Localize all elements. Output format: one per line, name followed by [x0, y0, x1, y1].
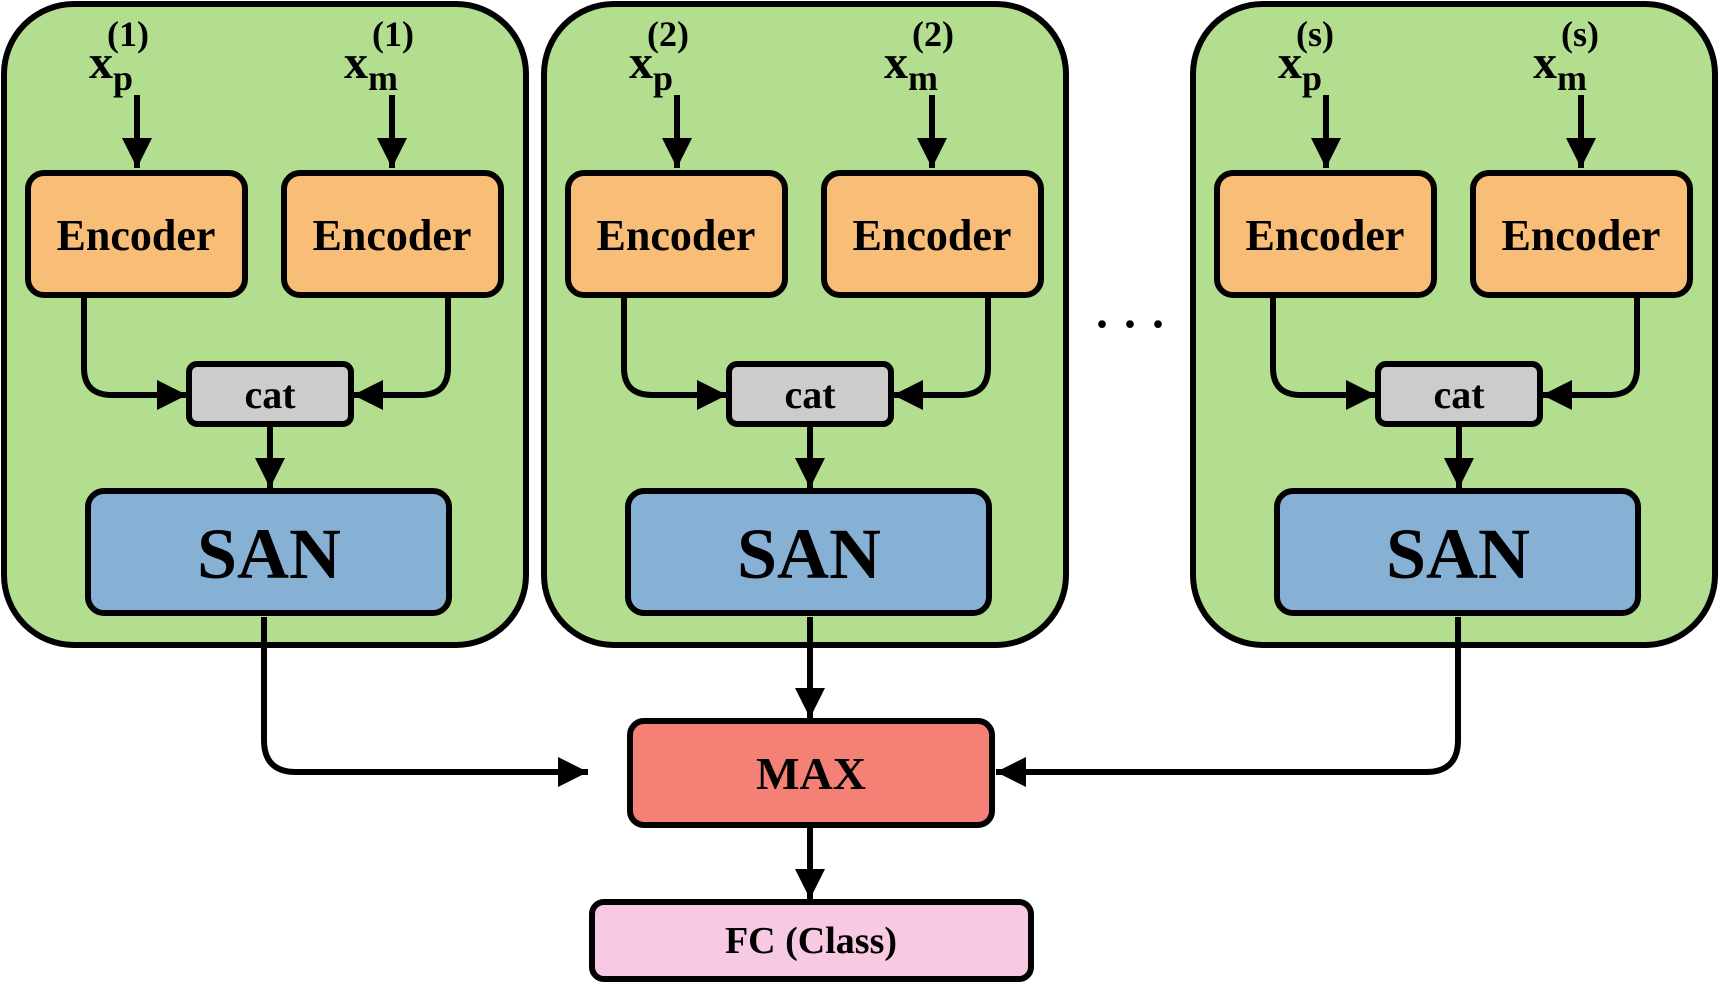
arrow-encoder-left-to-cat [1270, 297, 1376, 410]
arrow-group3-to-max [996, 617, 1461, 787]
cat-label: cat [784, 372, 836, 417]
arrow-encoder-left-to-cat [81, 297, 187, 410]
encoder-left-label: Encoder [597, 211, 756, 260]
arrow-encoder-right-to-cat [353, 297, 451, 410]
cat-label: cat [244, 372, 296, 417]
input-xm-label: xm(2) [884, 14, 954, 98]
san-box [85, 488, 452, 616]
max-box [627, 718, 995, 828]
encoder-left-box [1214, 170, 1437, 298]
san-label: SAN [197, 514, 341, 594]
input-xp-label: xp(s) [1278, 14, 1334, 98]
fc-label: FC (Class) [725, 920, 897, 962]
input-xm-label: xm(s) [1533, 14, 1599, 98]
arrow-encoder-right-to-cat [893, 297, 991, 410]
arrow-group1-to-max [261, 617, 588, 787]
arrow-encoder-right-to-cat [1542, 297, 1640, 410]
max-block: MAX [627, 718, 995, 828]
encoder-left-label: Encoder [1246, 211, 1405, 260]
max-label: MAX [756, 748, 866, 799]
cat-box [1375, 361, 1543, 427]
encoder-right-box [821, 170, 1044, 298]
encoder-left-box [25, 170, 248, 298]
input-xp-label: xp(2) [629, 14, 689, 98]
san-box [625, 488, 992, 616]
encoder-right-label: Encoder [1502, 211, 1661, 260]
input-xm-label: xm(1) [344, 14, 414, 98]
cat-box [186, 361, 354, 427]
encoder-left-box [565, 170, 788, 298]
arrow-encoder-left-to-cat [621, 297, 727, 410]
fc-box [589, 899, 1034, 982]
encoder-right-box [281, 170, 504, 298]
ellipsis: · · · [1094, 298, 1166, 351]
encoder-right-label: Encoder [313, 211, 472, 260]
encoder-left-label: Encoder [57, 211, 216, 260]
max-connections [261, 617, 1461, 899]
fc-block: FC (Class) [589, 899, 1034, 982]
input-xp-label: xp(1) [89, 14, 149, 98]
encoder-right-box [1470, 170, 1693, 298]
encoder-right-label: Encoder [853, 211, 1012, 260]
san-label: SAN [737, 514, 881, 594]
cat-label: cat [1433, 372, 1485, 417]
san-label: SAN [1386, 514, 1530, 594]
san-box [1274, 488, 1641, 616]
cat-box [726, 361, 894, 427]
